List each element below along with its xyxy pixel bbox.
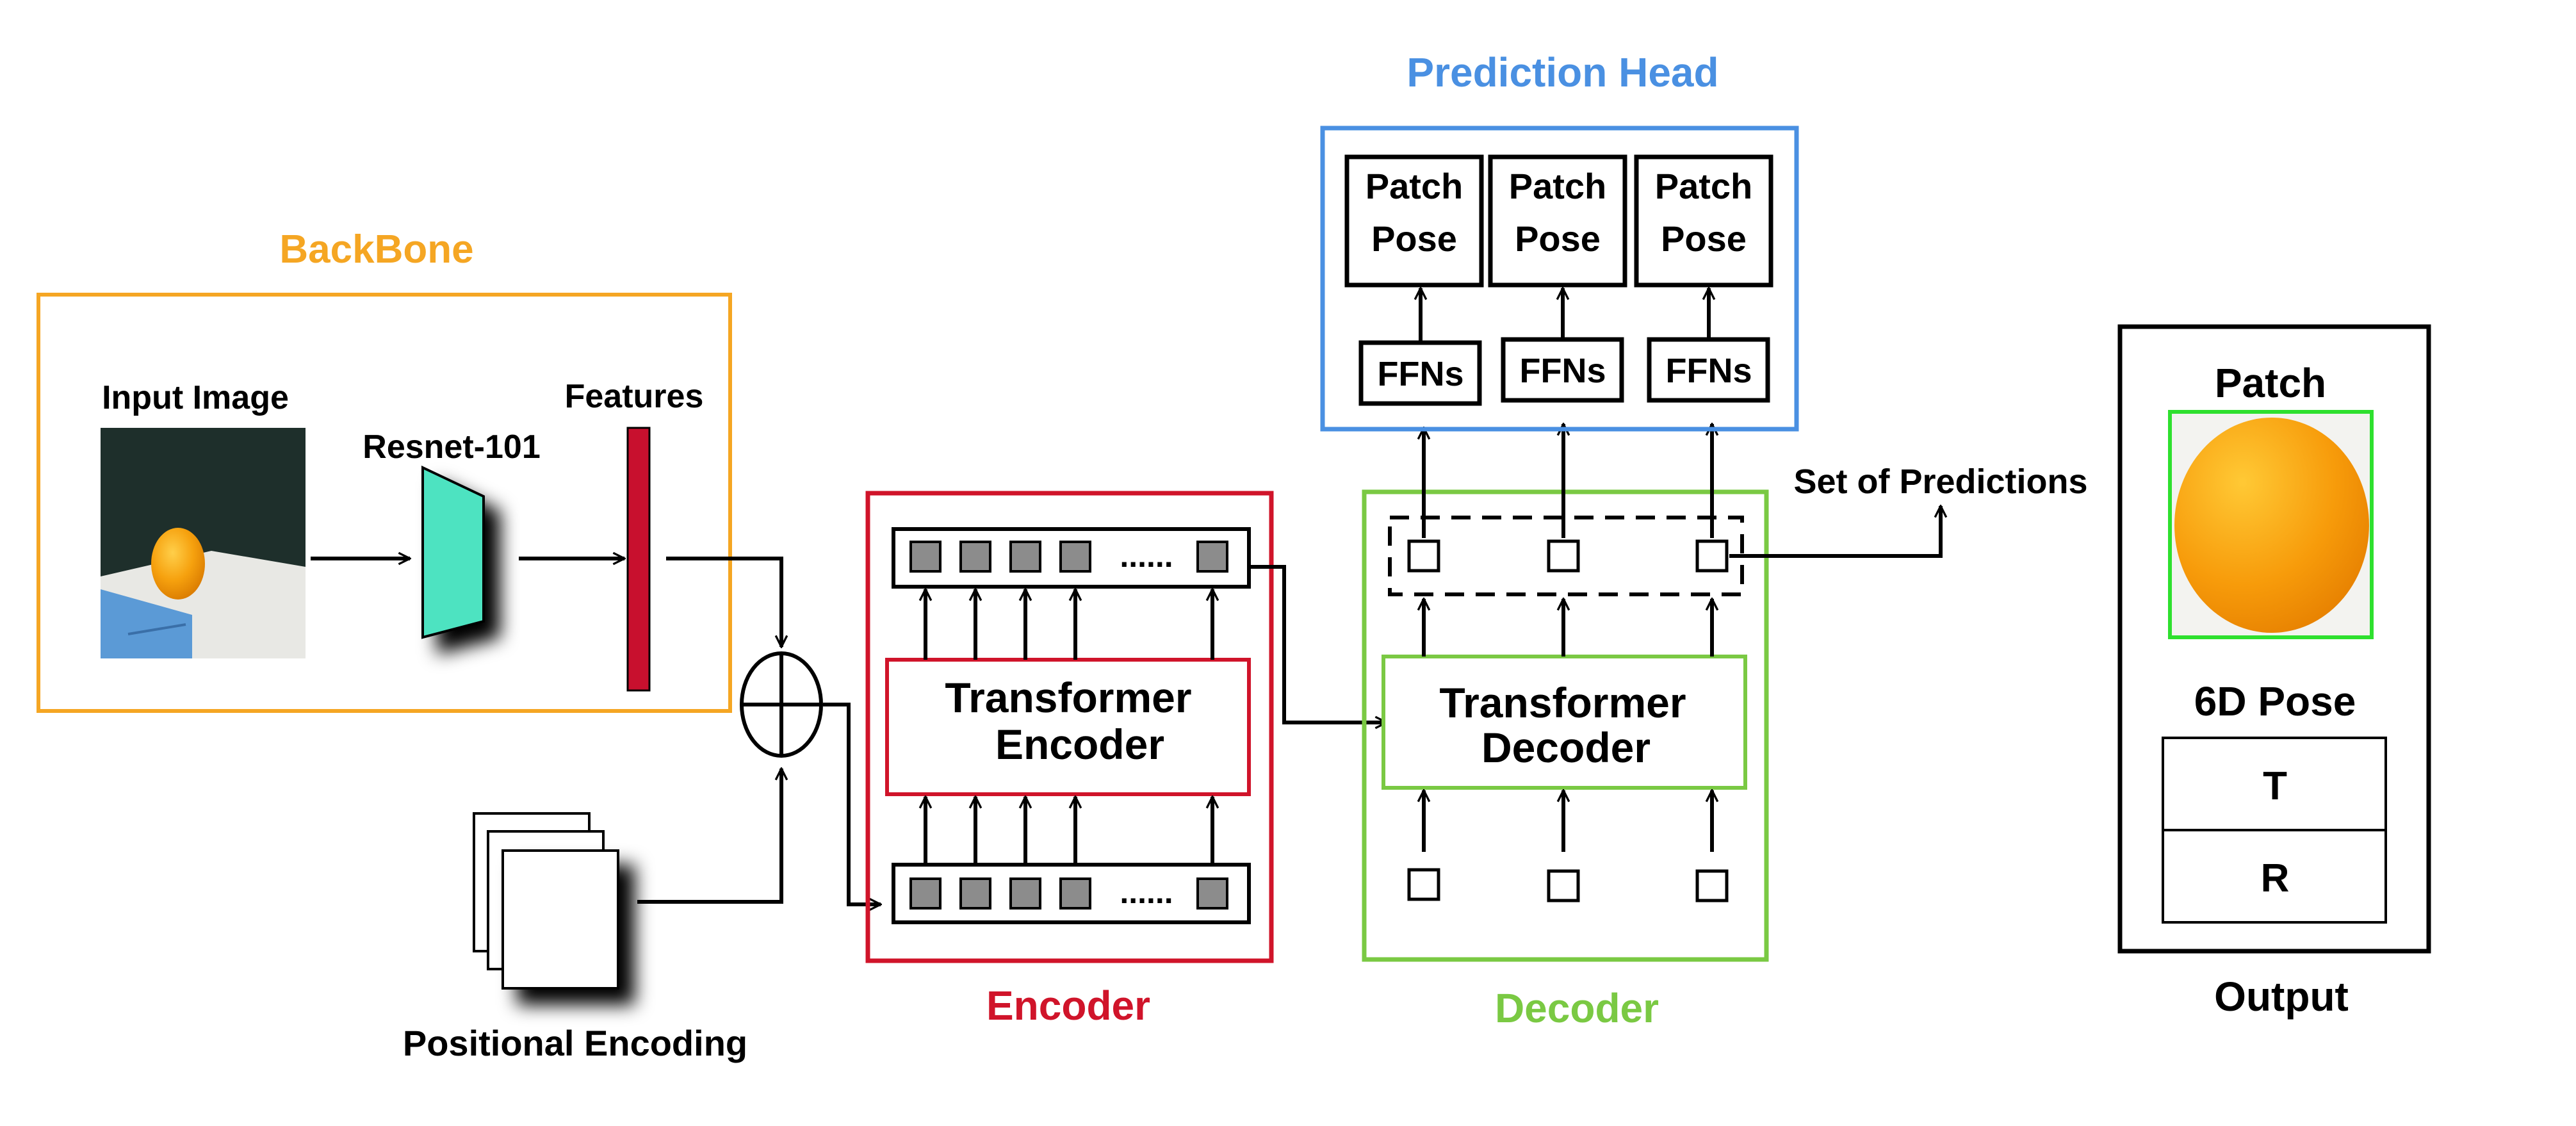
output-patch-label: Patch <box>2215 360 2326 406</box>
output-title: Output <box>2214 974 2349 1020</box>
features-label: Features <box>565 378 704 415</box>
query-output <box>1407 539 1440 573</box>
ffn-label: FFNs <box>1666 352 1752 390</box>
query-output <box>1547 539 1580 573</box>
output-section: Patch 6D Pose T R Output <box>2117 324 2431 1020</box>
token <box>1009 877 1041 910</box>
orange-closeup-icon <box>2174 418 2369 633</box>
encoder-input-tokens: ...... <box>892 863 1251 924</box>
transformer-decoder-label-1: Transformer <box>1439 679 1686 726</box>
resnet-label: Resnet-101 <box>363 428 540 466</box>
backbone-section: BackBone Input Image Resnet-101 Features <box>37 227 732 713</box>
prediction-head-section: Prediction Head Patch Pose FFNs Patch Po… <box>1320 49 1799 432</box>
transformer-decoder-label-2: Decoder <box>1481 724 1651 771</box>
ffn-label: FFNs <box>1520 352 1606 390</box>
features-bar <box>626 427 651 692</box>
encoder-box <box>865 491 1274 963</box>
patch-pose-box <box>1344 154 1484 288</box>
backbone-title: BackBone <box>279 227 473 272</box>
token <box>1196 877 1228 910</box>
ffn-box <box>1501 337 1624 403</box>
pose-row-translation: T <box>2263 764 2287 808</box>
input-image-label: Input Image <box>102 379 289 416</box>
decoder-section: Decoder Transformer Decoder Set of Predi… <box>1362 424 2088 1031</box>
sum-node <box>666 557 823 758</box>
query-output <box>1695 539 1729 573</box>
positional-encoding: Positional Encoding <box>403 703 881 1063</box>
patch-pose-box <box>1488 154 1627 288</box>
transformer-encoder-label-1: Transformer <box>945 674 1191 721</box>
patch-pose-box <box>1634 154 1773 288</box>
token-ellipsis: ...... <box>1120 538 1173 574</box>
token <box>1059 541 1091 573</box>
token <box>1196 541 1228 573</box>
set-of-predictions-label: Set of Predictions <box>1793 462 2087 501</box>
patch-pose-label: Patch <box>1509 166 1607 206</box>
token <box>909 877 942 910</box>
patch-pose-label: Pose <box>1371 218 1457 259</box>
patch-pose-label: Patch <box>1655 166 1753 206</box>
encoder-title: Encoder <box>986 983 1150 1029</box>
patch-pose-label: Patch <box>1365 166 1463 206</box>
ffn-label: FFNs <box>1378 355 1464 393</box>
stacked-pages-icon <box>473 812 619 990</box>
token-ellipsis: ...... <box>1120 874 1173 910</box>
token <box>959 877 991 910</box>
token <box>959 541 991 573</box>
transformer-encoder-block <box>885 658 1251 796</box>
query-input <box>1407 868 1440 901</box>
encoder-output-tokens: ...... <box>892 527 1251 589</box>
token <box>909 541 942 573</box>
transformer-encoder-label-2: Encoder <box>995 721 1164 768</box>
token <box>1009 541 1041 573</box>
patch-pose-label: Pose <box>1515 218 1601 259</box>
backbone-box <box>37 293 732 713</box>
pose-row-rotation: R <box>2261 856 2290 901</box>
output-box <box>2117 324 2431 954</box>
positional-encoding-label: Positional Encoding <box>403 1023 747 1063</box>
query-input <box>1547 869 1580 902</box>
output-pose-label: 6D Pose <box>2194 678 2356 724</box>
decoder-title: Decoder <box>1495 985 1659 1031</box>
token <box>1059 877 1091 910</box>
encoder-section: Encoder ...... Transformer Encoder <box>865 491 1387 1029</box>
patch-pose-label: Pose <box>1661 218 1747 259</box>
orange-photo-icon <box>151 528 205 600</box>
input-image <box>101 428 306 658</box>
trapezoid-icon <box>421 465 485 639</box>
prediction-head-title: Prediction Head <box>1406 49 1718 95</box>
query-input <box>1695 869 1729 902</box>
prediction-head-box <box>1320 126 1799 432</box>
